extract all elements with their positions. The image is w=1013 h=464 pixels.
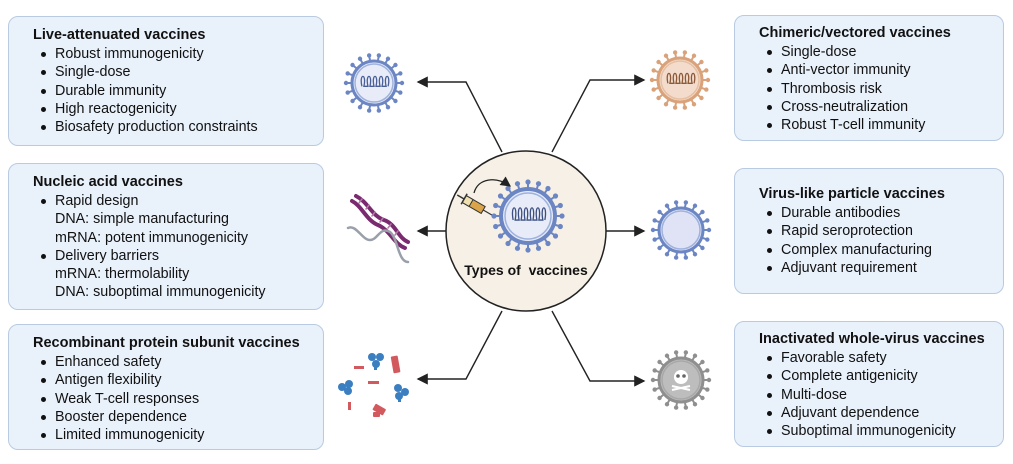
center-title: Types of vaccines (464, 262, 588, 278)
nucleic-acid-title: Nucleic acid vaccines (33, 174, 183, 190)
arrow-live (416, 76, 503, 153)
live-attenuated-title: Live-attenuated vaccines (33, 27, 206, 43)
list-item: Adjuvant requirement (767, 259, 989, 277)
recombinant-protein-list: Enhanced safety Antigen flexibility Weak… (33, 353, 309, 444)
list-item: Single-dose (41, 63, 309, 81)
arrow-chimeric (551, 74, 646, 153)
vlp-title: Virus-like particle vaccines (759, 186, 945, 202)
vlp-box: Virus-like particle vaccines Durable ant… (734, 168, 1004, 294)
recombinant-protein-box: Recombinant protein subunit vaccines Enh… (8, 324, 324, 450)
live-virus-icon (343, 53, 405, 113)
vector-virus-icon (649, 50, 711, 110)
syringe-icon (456, 193, 493, 216)
list-item: Delivery barriers (41, 247, 309, 265)
list-item: Multi-dose (767, 386, 989, 404)
list-item: Cross-neutralization (767, 98, 989, 116)
list-item: Favorable safety (767, 349, 989, 367)
nucleic-acid-list: Rapid design DNA: simple manufacturing m… (33, 192, 309, 302)
list-item: Enhanced safety (41, 353, 309, 371)
chimeric-vectored-title: Chimeric/vectored vaccines (759, 25, 951, 41)
list-item: Rapid seroprotection (767, 222, 989, 240)
list-item: Durable immunity (41, 82, 309, 100)
list-item: Rapid design (41, 192, 309, 210)
list-item: Weak T-cell responses (41, 390, 309, 408)
vlp-list: Durable antibodies Rapid seroprotection … (759, 204, 989, 277)
list-item: Antigen flexibility (41, 371, 309, 389)
list-subitem: mRNA: potent immunogenicity (55, 229, 249, 246)
list-item: Booster dependence (41, 408, 309, 426)
live-attenuated-list: Robust immunogenicity Single-dose Durabl… (33, 45, 309, 136)
arrow-recombinant (416, 310, 503, 385)
list-item: Single-dose (767, 43, 989, 61)
list-item: Thrombosis risk (767, 80, 989, 98)
list-item: Complete antigenicity (767, 367, 989, 385)
chimeric-vectored-box: Chimeric/vectored vaccines Single-dose A… (734, 15, 1004, 141)
list-item: Complex manufacturing (767, 241, 989, 259)
arrow-inactivated (551, 310, 646, 387)
list-item: Robust immunogenicity (41, 45, 309, 63)
list-subitem: mRNA: thermolability (55, 266, 190, 283)
inactivated-list: Favorable safety Complete antigenicity M… (759, 349, 989, 440)
recombinant-protein-title: Recombinant protein subunit vaccines (33, 335, 300, 351)
list-item: Limited immunogenicity (41, 426, 309, 444)
live-attenuated-box: Live-attenuated vaccines Robust immunoge… (8, 16, 324, 146)
list-subitem: DNA: suboptimal immunogenicity (55, 284, 266, 301)
protein-subunit-icon (338, 353, 409, 417)
list-item: Biosafety production constraints (41, 118, 309, 136)
list-item: Robust T-cell immunity (767, 116, 989, 134)
dna-icon (346, 194, 410, 264)
inactivated-title: Inactivated whole-virus vaccines (759, 331, 985, 347)
list-item: High reactogenicity (41, 100, 309, 118)
vlp-icon (650, 200, 712, 260)
inactivated-box: Inactivated whole-virus vaccines Favorab… (734, 321, 1004, 447)
chimeric-vectored-list: Single-dose Anti-vector immunity Thrombo… (759, 43, 989, 134)
nucleic-acid-box: Nucleic acid vaccines Rapid design DNA: … (8, 163, 324, 310)
syringe-curve-arrow (473, 176, 512, 194)
list-item: Durable antibodies (767, 204, 989, 222)
list-item: Anti-vector immunity (767, 61, 989, 79)
connectors (416, 74, 646, 387)
list-item: Suboptimal immunogenicity (767, 422, 989, 440)
list-item: Adjuvant dependence (767, 404, 989, 422)
list-subitem: DNA: simple manufacturing (55, 211, 230, 228)
central-virus-icon (491, 179, 565, 253)
inactivated-virus-icon (650, 350, 712, 410)
